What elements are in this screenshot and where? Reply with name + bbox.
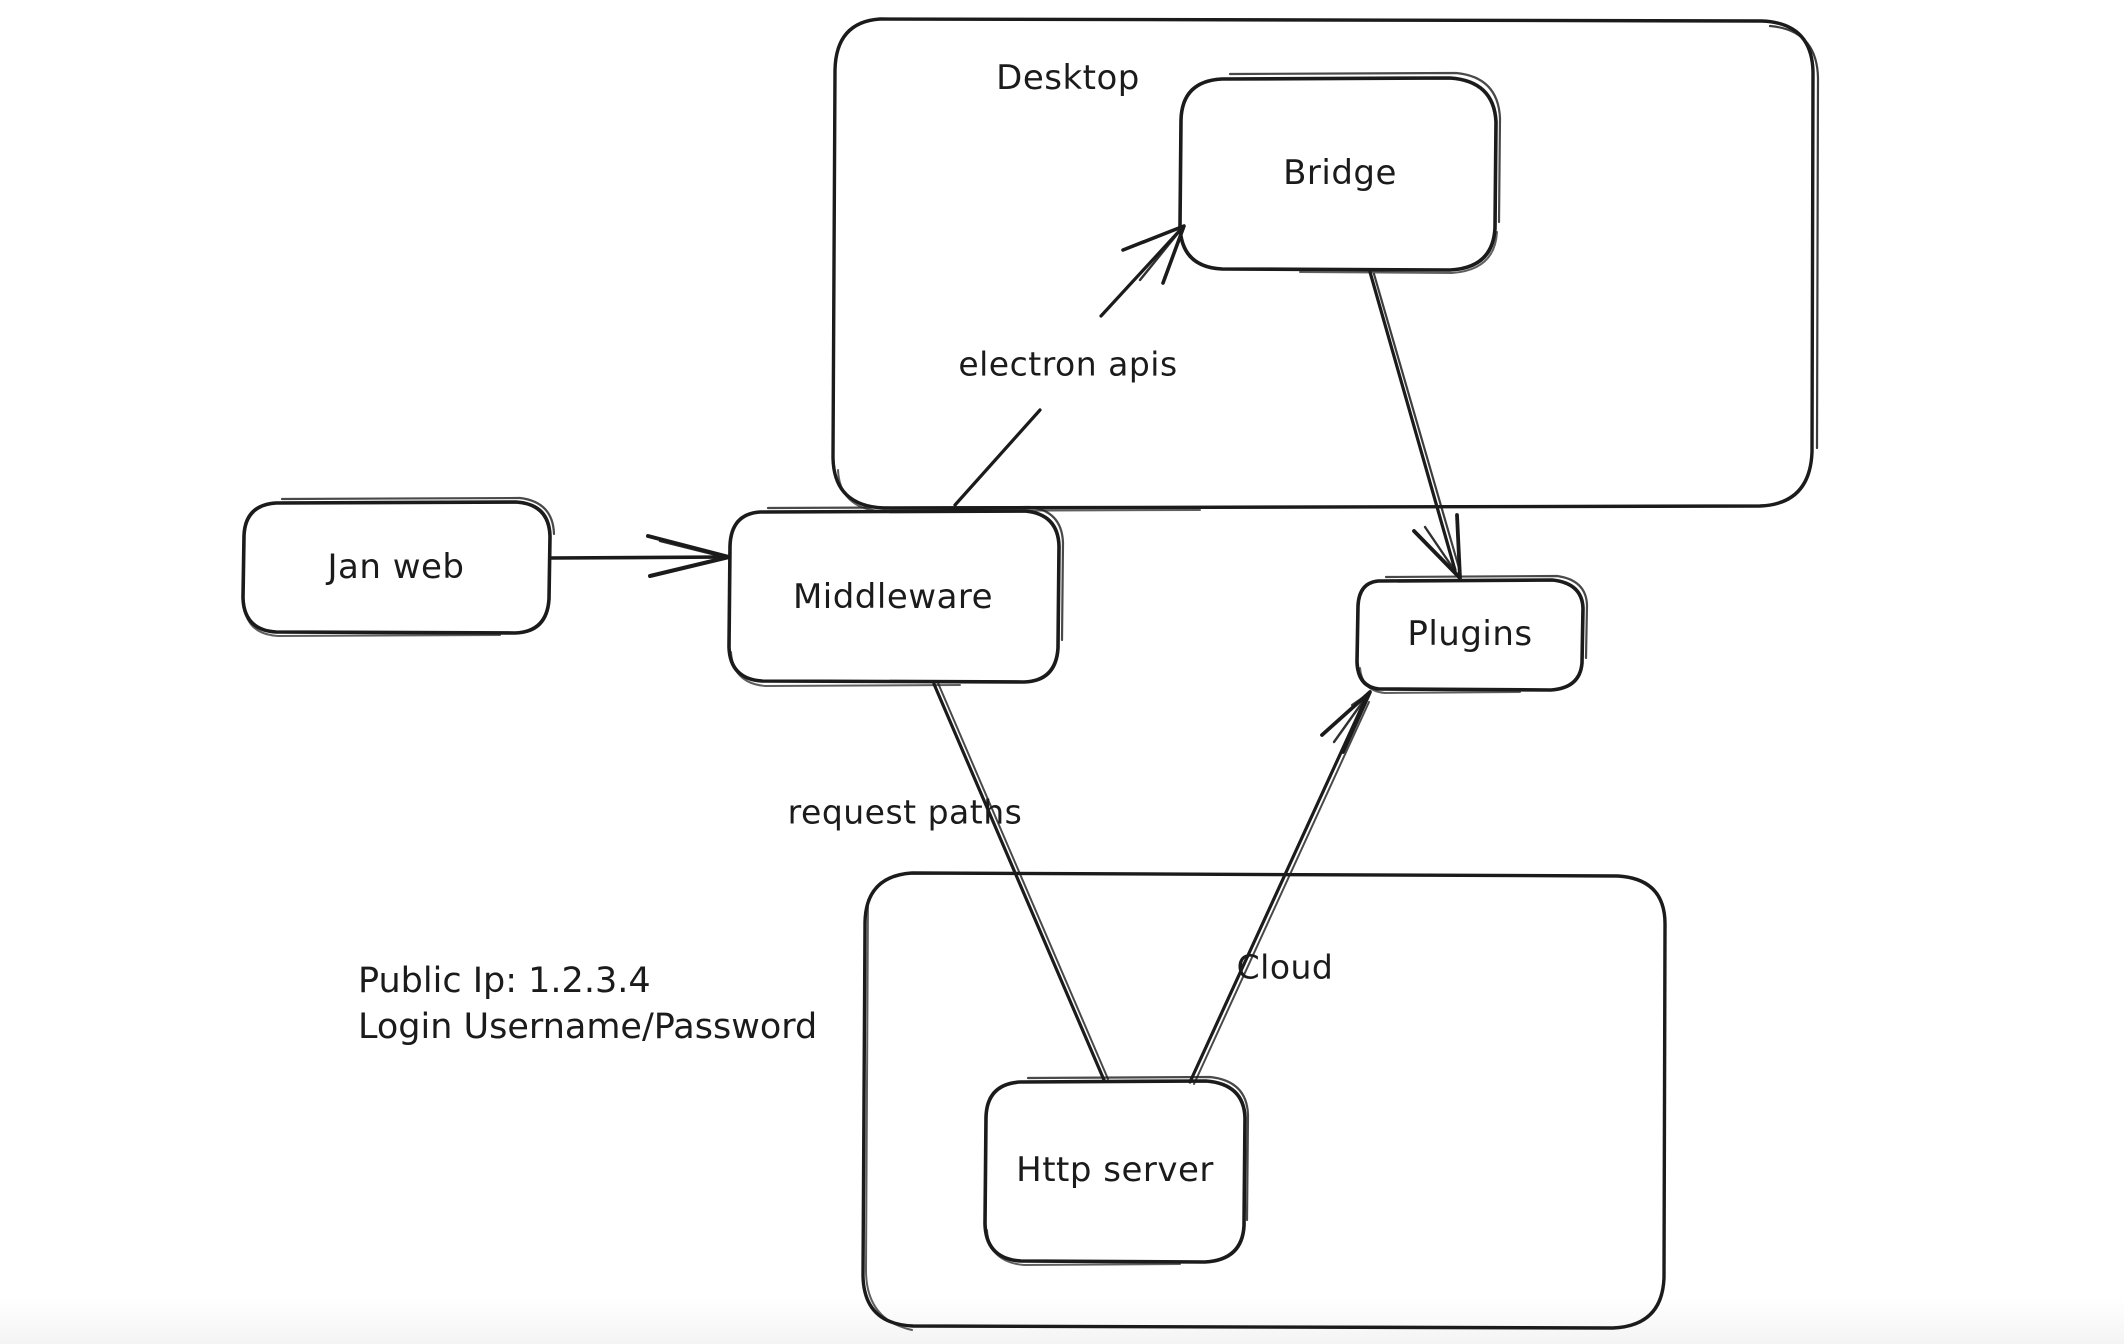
group-desktop bbox=[831, 17, 1820, 512]
edge-web-to-middleware bbox=[549, 534, 731, 578]
node-plugins-shape[interactable] bbox=[1355, 574, 1589, 694]
group-cloud bbox=[861, 871, 1667, 1331]
edge-middleware-to-http bbox=[932, 682, 1109, 1082]
edge-middleware-to-bridge bbox=[953, 224, 1186, 507]
node-bridge-shape[interactable] bbox=[1178, 71, 1502, 274]
note-block: Public Ip: 1.2.3.4 Login Username/Passwo… bbox=[358, 958, 817, 1050]
note-login: Login Username/Password bbox=[358, 1007, 818, 1048]
edge-http-to-plugins bbox=[1188, 690, 1372, 1085]
node-middleware-shape[interactable] bbox=[727, 505, 1065, 687]
edge-bridge-to-plugins bbox=[1368, 270, 1462, 580]
node-http-server-shape[interactable] bbox=[983, 1075, 1250, 1266]
node-jan-web-shape[interactable] bbox=[241, 496, 556, 637]
note-public-ip: Public Ip: 1.2.3.4 bbox=[358, 961, 651, 1001]
